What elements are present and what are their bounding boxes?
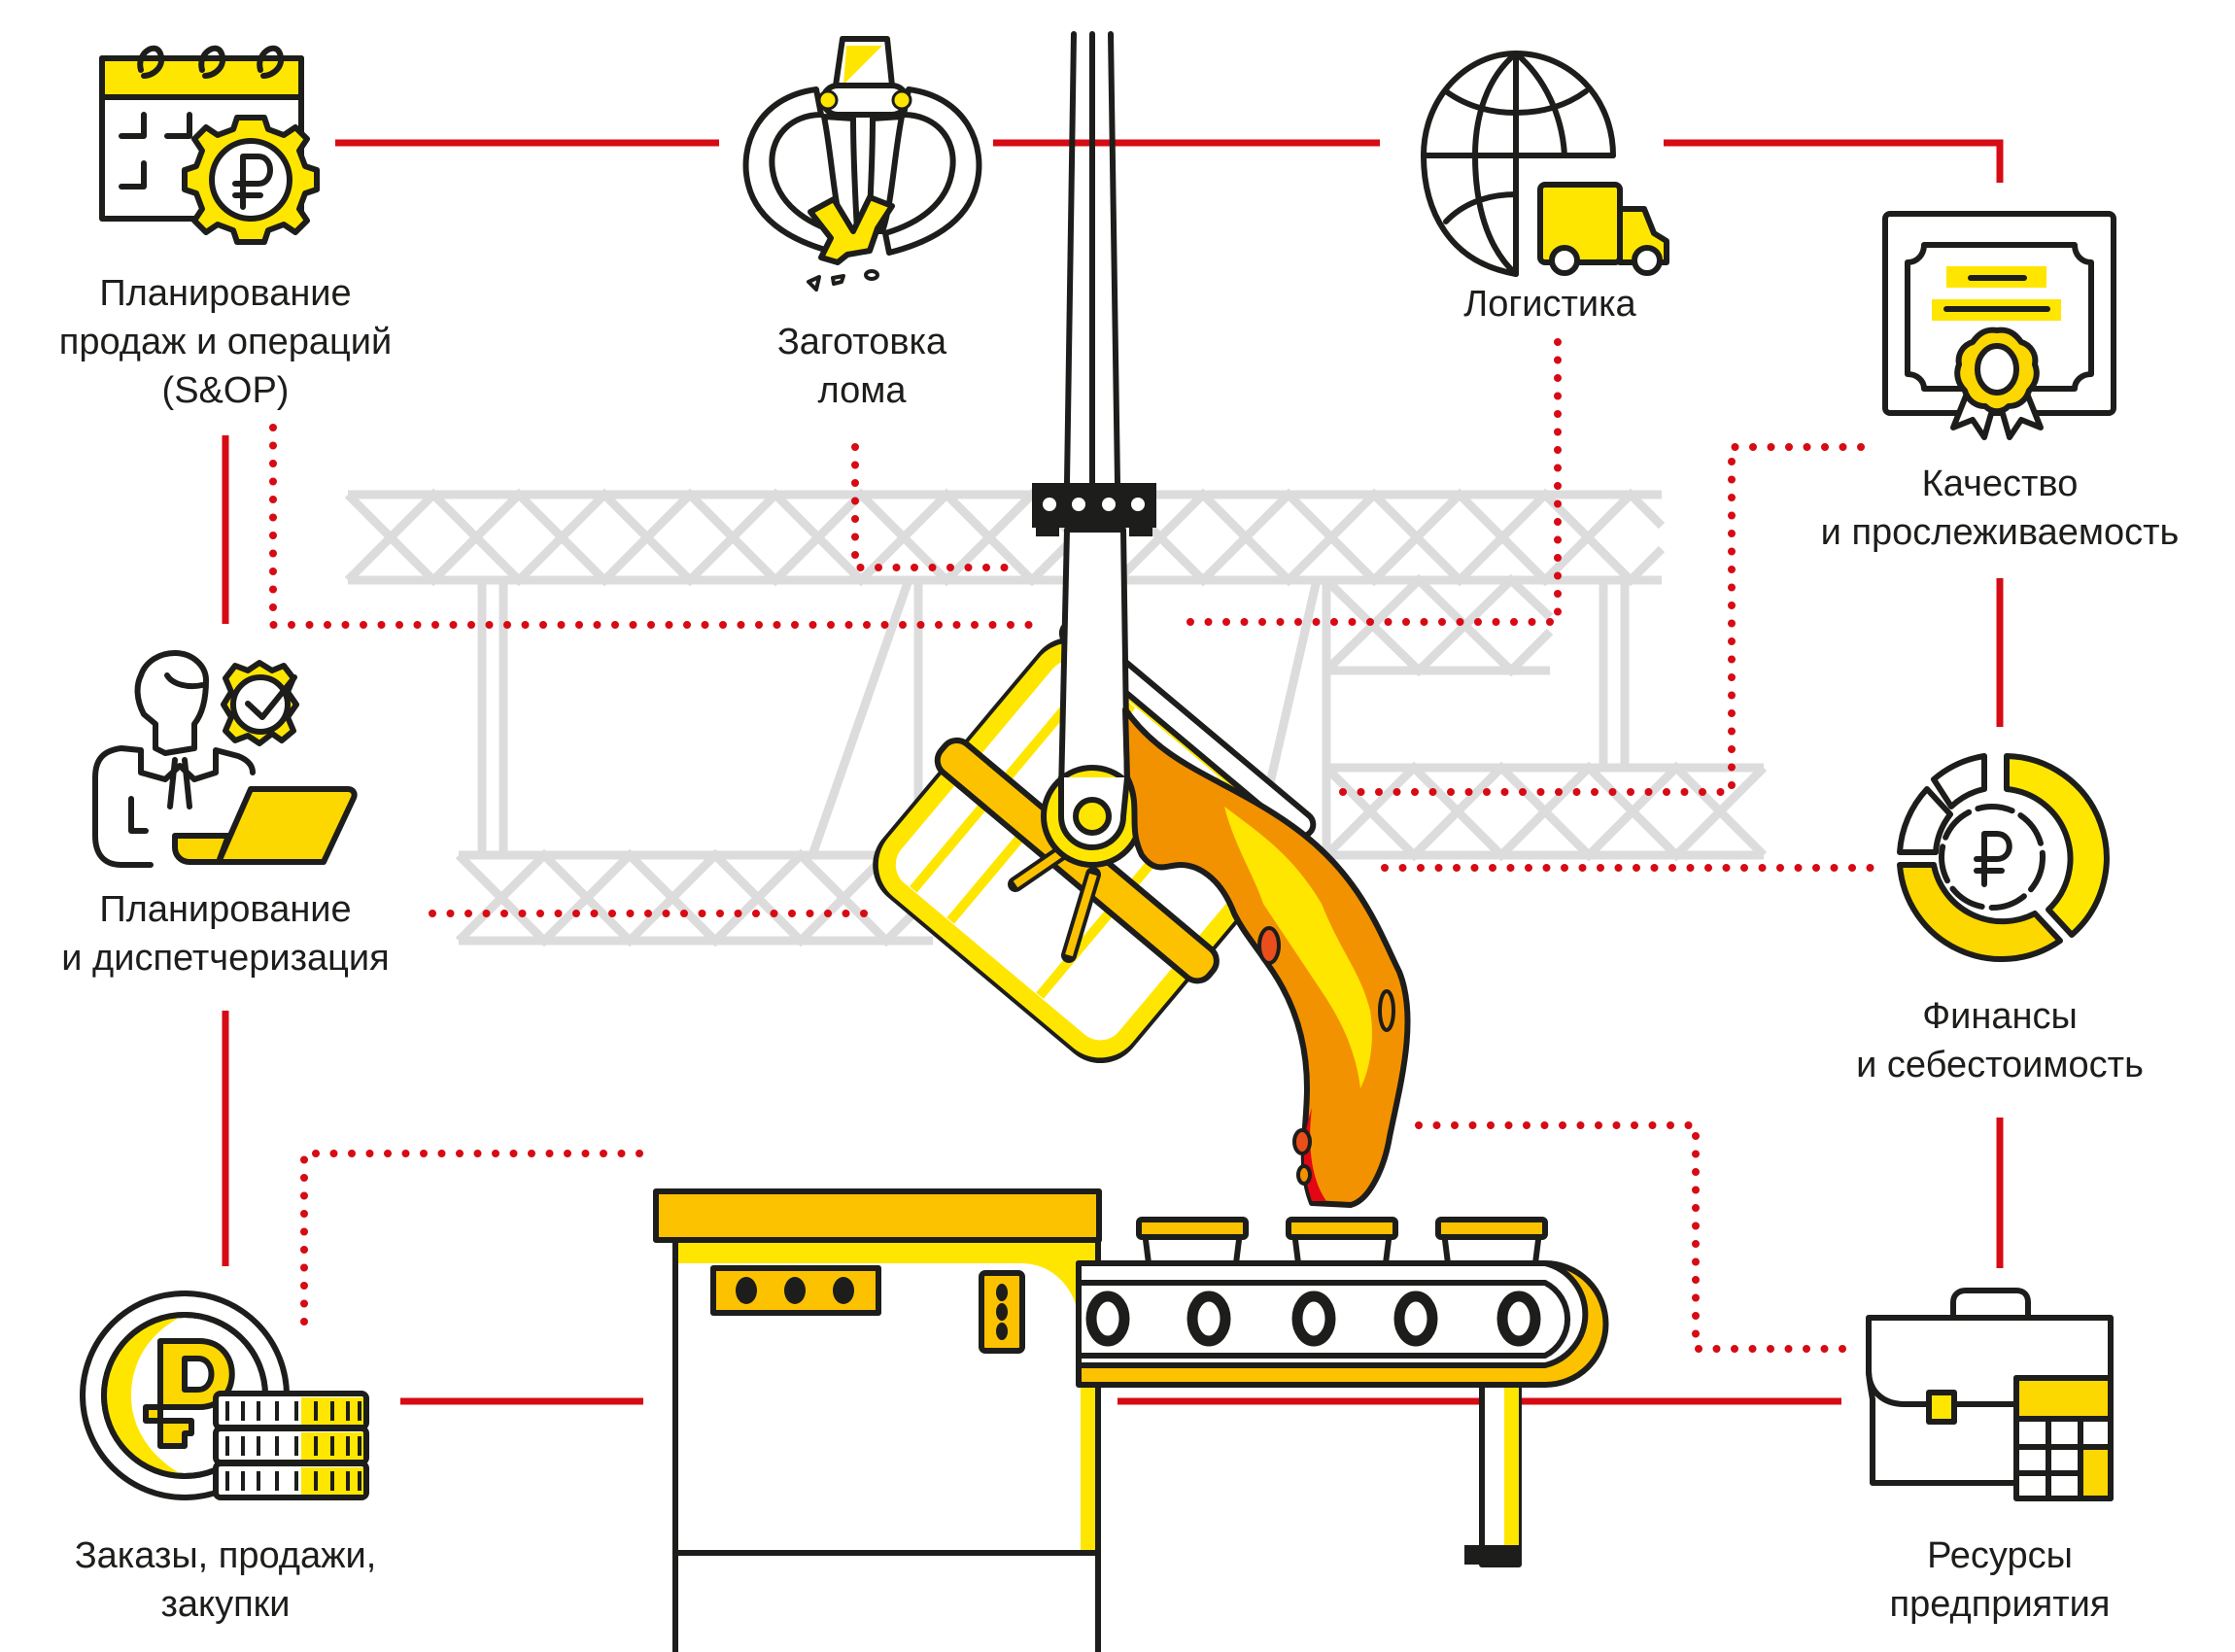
node-quality-label-line-1: Качество (1922, 464, 2079, 504)
conveyor-rollers (1085, 1291, 1541, 1347)
conveyor-belt (1076, 1217, 1609, 1567)
mold (1286, 1217, 1398, 1266)
manager-laptop-gear-icon (92, 650, 358, 868)
mold (1136, 1217, 1249, 1266)
calendar-ruble-gear-icon (99, 45, 320, 245)
mold (1435, 1217, 1548, 1266)
globe-truck-icon (1421, 51, 1669, 277)
solid-connectors (222, 139, 2004, 1405)
node-resources-label-line-2: предприятия (1890, 1584, 2111, 1625)
dotted-logistics-center (1177, 338, 1562, 626)
node-orders[interactable]: Заказы, продажи, закупки (75, 1291, 377, 1625)
node-finance-label-line-1: Финансы (1922, 996, 2078, 1037)
node-logistics[interactable]: Логистика (1421, 51, 1669, 325)
certificate-seal-icon (1882, 211, 2116, 440)
dotted-connectors (269, 338, 1874, 1353)
furnace-side-panel (979, 1270, 1025, 1354)
mid-right-truss (1323, 573, 1554, 677)
node-resources[interactable]: Ресурсы предприятия (1866, 1288, 2114, 1625)
node-dispatch-label-line-1: Планирование (99, 889, 351, 930)
dotted-resources-center (1415, 1121, 1855, 1353)
node-logistics-label: Логистика (1463, 284, 1636, 325)
furnace-machine (653, 1188, 1102, 1652)
node-sop-label-line-3: (S&OP) (162, 370, 290, 411)
node-sop[interactable]: Планирование продаж и операций (S&OP) (59, 45, 392, 411)
node-dispatch-label-line-2: и диспетчеризация (61, 938, 389, 979)
furnace-indicator-panel (710, 1265, 881, 1316)
dotted-sop-center (269, 424, 1034, 629)
connector-logistics-quality (1664, 139, 2004, 183)
crane-cables (1064, 31, 1120, 486)
node-sop-label-line-2: продаж и операций (59, 322, 392, 362)
dotted-orders-center (300, 1150, 650, 1325)
ladle-arm (1008, 527, 1144, 963)
briefcase-calculator-icon (1866, 1288, 2114, 1501)
node-quality-label-line-2: и прослеживаемость (1821, 512, 2180, 553)
right-lower-truss (1323, 761, 1768, 862)
node-scrap-label-line-1: Заготовка (777, 322, 947, 362)
node-dispatch[interactable]: Планирование и диспетчеризация (61, 650, 390, 979)
ingot-molds (1136, 1217, 1548, 1266)
node-orders-label-line-2: закупки (160, 1584, 290, 1625)
molten-metal-stream (1122, 706, 1411, 1208)
ruble-coins-icon (80, 1291, 369, 1500)
scrap-grab-icon (742, 36, 982, 292)
dotted-quality-center (1327, 443, 1865, 796)
ruble-donut-chart-icon (1897, 753, 2110, 962)
left-lower-truss (455, 848, 937, 947)
node-finance-label-line-2: и себестоимость (1856, 1045, 2144, 1085)
node-sop-label-line-1: Планирование (99, 273, 351, 314)
node-finance[interactable]: Финансы и себестоимость (1856, 753, 2144, 1085)
crane-hook-block[interactable] (1032, 483, 1156, 536)
node-orders-label-line-1: Заказы, продажи, (75, 1535, 377, 1576)
node-quality[interactable]: Качество и прослеживаемость (1821, 211, 2180, 553)
node-resources-label-line-1: Ресурсы (1927, 1535, 2073, 1576)
node-scrap-label-line-2: лома (818, 370, 908, 411)
node-scrap[interactable]: Заготовка лома (742, 36, 982, 411)
